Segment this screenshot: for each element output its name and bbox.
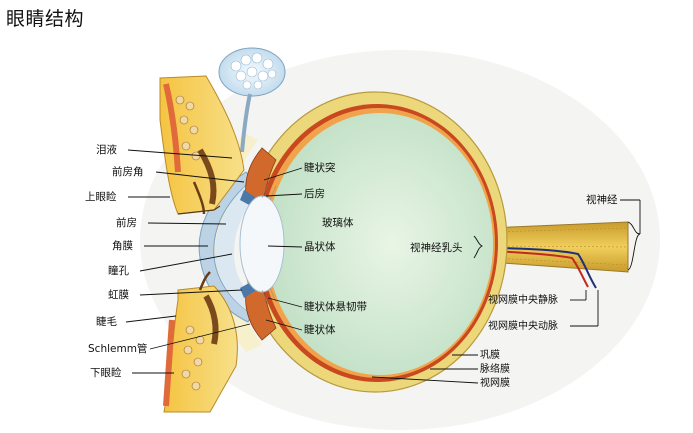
label-central-retinal-artery: 视网膜中央动脉: [488, 319, 558, 332]
label-schlemm-canal: Schlemm管: [88, 342, 147, 355]
left-labels: 泪液 前房角 上眼睑 前房 角膜 瞳孔 虹膜 睫毛 Schlemm管 下眼睑: [85, 143, 251, 379]
label-optic-nerve: 视神经: [586, 193, 618, 206]
label-choroid: 脉络膜: [480, 362, 510, 375]
lower-eyelid-shape: [163, 271, 238, 413]
page-title: 眼睛结构: [6, 8, 85, 30]
label-lower-eyelid: 下眼睑: [90, 366, 122, 379]
inner-labels: 睫状突 后房 玻璃体 晶状体 睫状体悬韧带 睫状体: [263, 161, 367, 336]
central-retinal-vein-vessel: [487, 247, 597, 289]
label-posterior-chamber: 后房: [304, 187, 325, 200]
label-zonule: 睫状体悬韧带: [304, 300, 367, 313]
label-iris: 虹膜: [108, 289, 129, 301]
central-retinal-artery-vessel: [487, 250, 589, 288]
label-anterior-chamber-angle: 前房角: [112, 165, 144, 178]
label-sclera: 巩膜: [480, 349, 500, 361]
label-ciliary-process: 睫状突: [304, 161, 336, 174]
optic-nerve-shape: [487, 221, 629, 273]
label-central-retinal-vein: 视网膜中央静脉: [488, 293, 558, 306]
label-ciliary-body: 睫状体: [304, 323, 336, 336]
label-eyelash: 睫毛: [96, 316, 117, 328]
label-vitreous-body: 玻璃体: [322, 216, 354, 229]
lacrimal-gland: [218, 47, 286, 153]
label-pupil: 瞳孔: [108, 264, 129, 277]
lens-shape: [239, 195, 285, 293]
vitreous-body-shape: [267, 113, 493, 375]
right-labels: 视神经乳头 视神经 视网膜中央静脉 视网膜中央动脉 巩膜 脉络膜 视网膜: [371, 193, 641, 389]
label-optic-disc: 视神经乳头: [410, 241, 463, 254]
label-cornea: 角膜: [112, 240, 133, 252]
label-tear-fluid: 泪液: [96, 143, 117, 156]
anterior-chamber-shape: [214, 180, 262, 314]
label-anterior-chamber: 前房: [116, 216, 137, 229]
label-lens: 晶状体: [304, 240, 336, 253]
label-retina: 视网膜: [480, 376, 510, 389]
label-upper-eyelid: 上眼睑: [85, 190, 117, 203]
